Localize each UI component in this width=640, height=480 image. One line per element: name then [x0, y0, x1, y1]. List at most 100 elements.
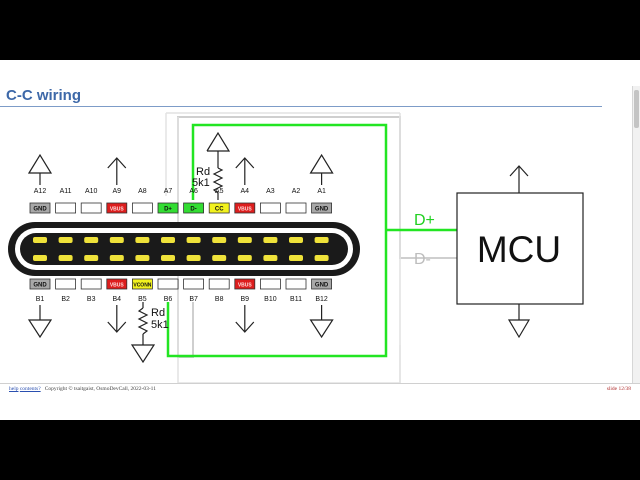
pin-label-b11: B11 — [290, 296, 302, 303]
slide: C-C wiring MCU D+ D- — [0, 60, 640, 420]
pin-box-a12 — [29, 202, 51, 214]
gnd-b1-icon — [27, 319, 53, 339]
mcu-label: MCU — [477, 229, 561, 270]
pin-box-a11 — [55, 202, 76, 214]
contents-link[interactable]: contents? — [19, 386, 41, 392]
mcu-power-arrow-icon — [509, 165, 529, 177]
pin-signal-b12: GND — [315, 282, 329, 288]
gnd-a12-icon — [27, 153, 53, 174]
slide-number[interactable]: slide 12/38 — [606, 386, 631, 392]
resistor-top-arrow-icon — [206, 131, 231, 152]
dplus-wire — [166, 123, 457, 358]
contact-top — [186, 237, 201, 243]
contact-bottom — [58, 255, 73, 261]
pin-box-a3 — [259, 202, 281, 214]
footer: help contents? Copyright © tsaitgaist, O… — [0, 383, 640, 398]
pin-label-b10: B10 — [264, 296, 277, 303]
pin-box-b10 — [259, 278, 281, 290]
pin-box-a1 — [311, 202, 333, 214]
contact-bottom — [84, 255, 99, 261]
resistor-bottom-value: 5k1 — [151, 319, 169, 331]
contact-bottom — [109, 255, 124, 261]
scrollbar[interactable] — [632, 86, 640, 384]
footer-left: help contents? Copyright © tsaitgaist, O… — [9, 386, 156, 392]
pin-signal-a7: D+ — [164, 206, 172, 212]
help-link[interactable]: help — [9, 386, 19, 392]
contact-bottom — [212, 255, 227, 261]
resistor-bottom: Rd 5k1 — [130, 302, 169, 364]
pin-label-b3: B3 — [87, 296, 96, 303]
pin-label-a8: A8 — [138, 188, 147, 195]
pin-label-a11: A11 — [60, 188, 72, 195]
pin-label-a6: A6 — [189, 188, 198, 195]
pin-label-b9: B9 — [241, 296, 250, 303]
contact-top — [33, 237, 47, 243]
pin-label-a10: A10 — [85, 188, 98, 195]
pin-signal-a6: D- — [190, 206, 196, 212]
pin-box-b2 — [55, 278, 76, 290]
pin-signal-b1: GND — [33, 282, 47, 288]
pin-label-a5: A5 — [215, 188, 224, 195]
contact-bottom — [237, 255, 252, 261]
contact-top — [135, 237, 150, 243]
pin-signal-a4: VBUS — [238, 206, 253, 212]
mcu-ground-icon — [507, 319, 531, 339]
usb-c-receptacle — [8, 222, 360, 276]
pin-label-a9: A9 — [113, 188, 122, 195]
pin-box-a4 — [234, 202, 256, 214]
pin-signal-a1: GND — [315, 206, 329, 212]
pin-box-b5 — [131, 278, 153, 290]
dplus-label: D+ — [414, 212, 435, 229]
contact-bottom — [161, 255, 175, 261]
contact-top — [84, 237, 99, 243]
pin-box-a8 — [131, 202, 153, 214]
vbus-a9-arrow-icon — [107, 157, 127, 169]
contact-top — [314, 237, 329, 243]
contact-top — [289, 237, 303, 243]
contact-top — [109, 237, 124, 243]
pin-box-b3 — [80, 278, 102, 290]
gnd-b12-icon — [309, 319, 334, 339]
mcu-box — [456, 192, 584, 305]
vbus-b9-arrow-icon — [235, 321, 255, 333]
pin-label-b8: B8 — [215, 296, 224, 303]
pin-label-a2: A2 — [292, 188, 301, 195]
contact-bottom — [263, 255, 278, 261]
resistor-top-name: Rd — [196, 166, 210, 178]
contact-bottom — [135, 255, 150, 261]
pin-box-a2 — [285, 202, 307, 214]
pin-label-a7: A7 — [164, 188, 173, 195]
dminus-label: D- — [414, 251, 431, 268]
vbus-b4-arrow-icon — [107, 321, 127, 333]
contact-top — [58, 237, 73, 243]
pin-label-b5: B5 — [138, 296, 147, 303]
pin-signal-b4: VBUS — [110, 282, 125, 288]
pin-label-a3: A3 — [266, 188, 275, 195]
pin-label-b6: B6 — [164, 296, 173, 303]
resistor-bottom-name: Rd — [151, 307, 165, 319]
pin-signal-b9: VBUS — [238, 282, 253, 288]
copyright: Copyright © tsaitgaist, OsmoDevCall, 202… — [44, 386, 156, 392]
pin-signal-b5: VCONN — [133, 282, 151, 288]
title-rule — [0, 106, 602, 107]
pin-box-a10 — [80, 202, 102, 214]
contact-bottom — [33, 255, 47, 261]
vbus-a4-arrow-icon — [235, 157, 255, 169]
pin-box-b9 — [234, 278, 256, 290]
pin-box-a5 — [208, 202, 230, 214]
pin-label-b7: B7 — [189, 296, 198, 303]
gnd-a1-icon — [309, 153, 334, 174]
pin-box-a7 — [157, 202, 179, 214]
pin-box-b1 — [29, 278, 51, 290]
pin-box-b4 — [106, 278, 128, 290]
resistor-top-value: 5k1 — [192, 177, 210, 189]
scroll-thumb[interactable] — [634, 90, 639, 128]
pin-signal-a12: GND — [33, 206, 47, 212]
pin-label-a1: A1 — [317, 188, 326, 195]
contact-top — [212, 237, 227, 243]
pin-label-a4: A4 — [241, 188, 250, 195]
pin-box-a6 — [183, 202, 205, 214]
pin-box-b8 — [208, 278, 230, 290]
slide-title: C-C wiring — [6, 87, 81, 104]
